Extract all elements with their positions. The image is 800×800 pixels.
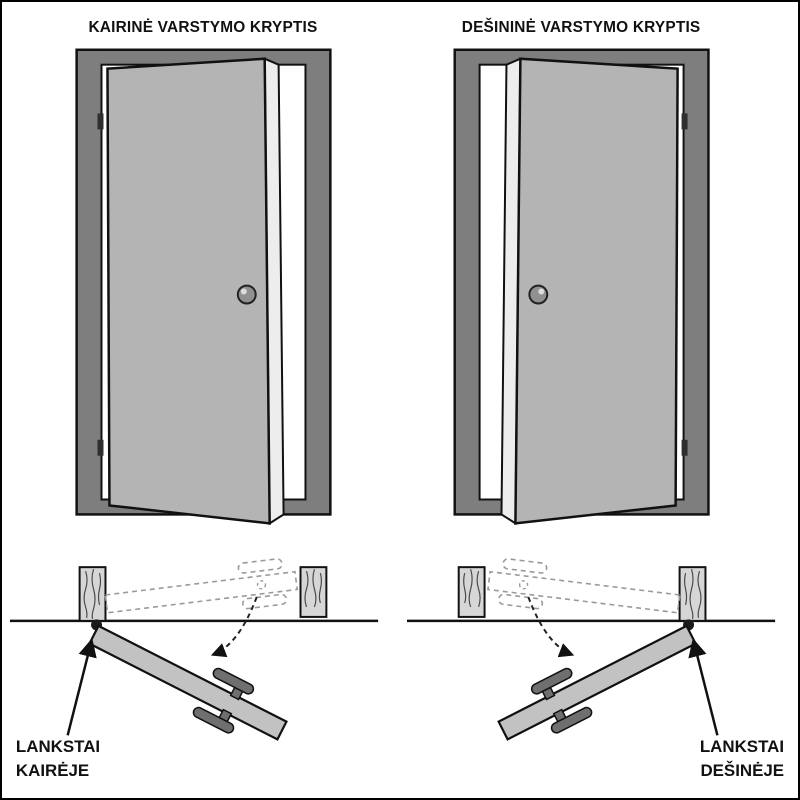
left-door-diagram <box>10 50 378 755</box>
right-door-diagram <box>407 50 775 755</box>
left-hinge-label-line1: LANKSTAI <box>16 737 100 756</box>
left-column-title: KAIRINĖ VARSTYMO KRYPTIS <box>88 19 317 36</box>
left-hinge-label-line2: KAIRĖJE <box>16 761 89 780</box>
right-column-title: DEŠININĖ VARSTYMO KRYPTIS <box>462 18 701 36</box>
right-hinge-label-line2: DEŠINĖJE <box>700 761 784 780</box>
right-hinge-label-line1: LANKSTAI <box>700 737 784 756</box>
